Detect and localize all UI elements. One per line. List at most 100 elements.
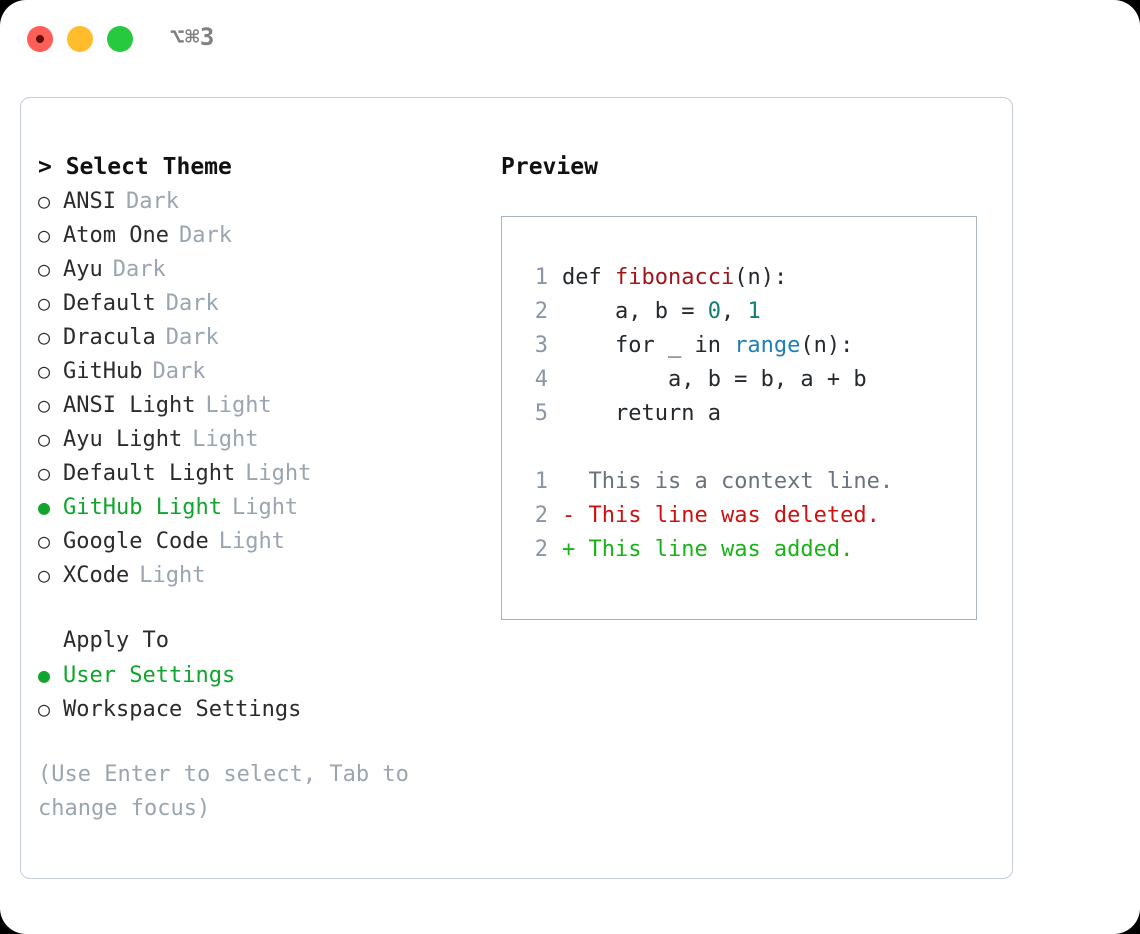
code-token-plain: (n): <box>734 265 788 290</box>
code-token-fn: fibonacci <box>614 265 735 290</box>
theme-item-label: XCode <box>63 563 130 588</box>
theme-item-variant: Dark <box>125 189 179 214</box>
line-number: 2 <box>534 537 548 562</box>
diff-line-text: This is a context line. <box>588 469 894 494</box>
theme-item[interactable]: ○ ANSI Dark <box>38 184 488 218</box>
theme-item-label: Ayu Light <box>63 427 183 452</box>
code-line-text: a, b = 0, 1 <box>562 295 761 329</box>
radio-unselected-icon: ○ <box>38 529 51 553</box>
diff-spacer <box>575 465 588 499</box>
line-number: 2 <box>534 299 548 324</box>
apply-to-item[interactable]: ●User Settings <box>38 658 488 692</box>
theme-item-label: Google Code <box>63 529 209 554</box>
theme-item-label: ANSI Light <box>63 393 196 418</box>
code-token-plain: , <box>720 299 748 324</box>
theme-item-label: Default <box>63 291 156 316</box>
diff-sample: 1 This is a context line.2- This line wa… <box>520 465 976 567</box>
code-token-call: range <box>734 333 801 358</box>
code-token-plain: def <box>562 265 615 290</box>
keyboard-shortcut-label: ⌥⌘3 <box>170 23 215 51</box>
radio-unselected-icon: ○ <box>38 359 51 383</box>
diff-sign: - <box>562 503 576 528</box>
diff-line: 1 This is a context line. <box>520 465 976 499</box>
apply-to-list[interactable]: ●User Settings ○ Workspace Settings <box>38 658 488 726</box>
line-number: 1 <box>534 265 548 290</box>
line-number: 1 <box>534 469 548 494</box>
theme-item-variant: Dark <box>112 257 166 282</box>
code-token-plain: a, b = b, a + b <box>562 367 867 392</box>
code-line-text: a, b = b, a + b <box>562 363 867 397</box>
code-token-plain: (n): <box>800 333 854 358</box>
radio-unselected-icon: ○ <box>38 189 51 213</box>
apply-to-item[interactable]: ○ Workspace Settings <box>38 692 488 726</box>
diff-spacer <box>575 499 588 533</box>
theme-item-label: Default Light <box>63 461 236 486</box>
minimize-button[interactable] <box>67 26 93 52</box>
code-token-plain: return a <box>562 401 721 426</box>
apply-to-header: Apply To <box>63 628 169 653</box>
theme-item-label: GitHub <box>63 359 143 384</box>
keyboard-hint: (Use Enter to select, Tab to change focu… <box>38 762 409 821</box>
line-number: 3 <box>534 333 548 358</box>
radio-unselected-icon: ○ <box>38 223 51 247</box>
theme-item-label: Dracula <box>63 325 156 350</box>
apply-to-item-label: Workspace Settings <box>63 697 302 722</box>
theme-item-variant: Dark <box>165 325 219 350</box>
theme-item[interactable]: ○ ANSI Light Light <box>38 388 488 422</box>
radio-selected-icon: ● <box>38 495 51 519</box>
theme-item-variant: Light <box>205 393 272 418</box>
theme-item[interactable]: ○ Dracula Dark <box>38 320 488 354</box>
section-spacer <box>38 592 488 624</box>
code-line: 2 a, b = 0, 1 <box>520 295 976 329</box>
theme-item-label: ANSI <box>63 189 116 214</box>
theme-item[interactable]: ○ Google Code Light <box>38 524 488 558</box>
zoom-button[interactable] <box>107 26 133 52</box>
close-button[interactable] <box>27 26 53 52</box>
diff-sign: + <box>562 537 576 562</box>
code-token-plain: a, b = <box>562 299 708 324</box>
line-number: 5 <box>534 401 548 426</box>
radio-unselected-icon: ○ <box>38 393 51 417</box>
code-line: 5 return a <box>520 397 976 431</box>
theme-item[interactable]: ○ Atom One Dark <box>38 218 488 252</box>
theme-item-variant: Light <box>139 563 206 588</box>
radio-unselected-icon: ○ <box>38 697 51 721</box>
theme-item-variant: Dark <box>178 223 232 248</box>
code-diff-spacer <box>520 431 976 465</box>
code-line: 1 def fibonacci(n): <box>520 261 976 295</box>
code-line: 4 a, b = b, a + b <box>520 363 976 397</box>
theme-item-variant: Light <box>218 529 285 554</box>
code-token-num: 0 <box>707 299 721 324</box>
theme-item-variant: Light <box>231 495 299 520</box>
radio-unselected-icon: ○ <box>38 325 51 349</box>
code-token-num: 1 <box>747 299 761 324</box>
select-theme-header: > Select Theme <box>38 154 232 180</box>
radio-selected-icon: ● <box>38 663 51 687</box>
theme-item-variant: Light <box>245 461 312 486</box>
diff-line: 2+ This line was added. <box>520 533 976 567</box>
theme-item-label: Atom One <box>63 223 169 248</box>
line-number: 2 <box>534 503 548 528</box>
radio-unselected-icon: ○ <box>38 257 51 281</box>
line-number: 4 <box>534 367 548 392</box>
code-token-plain: for _ in <box>562 333 735 358</box>
title-bar: ⌥⌘3 <box>0 0 1140 78</box>
diff-spacer <box>575 533 588 567</box>
diff-sign <box>562 465 575 499</box>
diff-line: 2- This line was deleted. <box>520 499 976 533</box>
diff-line-text: This line was deleted. <box>588 503 880 528</box>
